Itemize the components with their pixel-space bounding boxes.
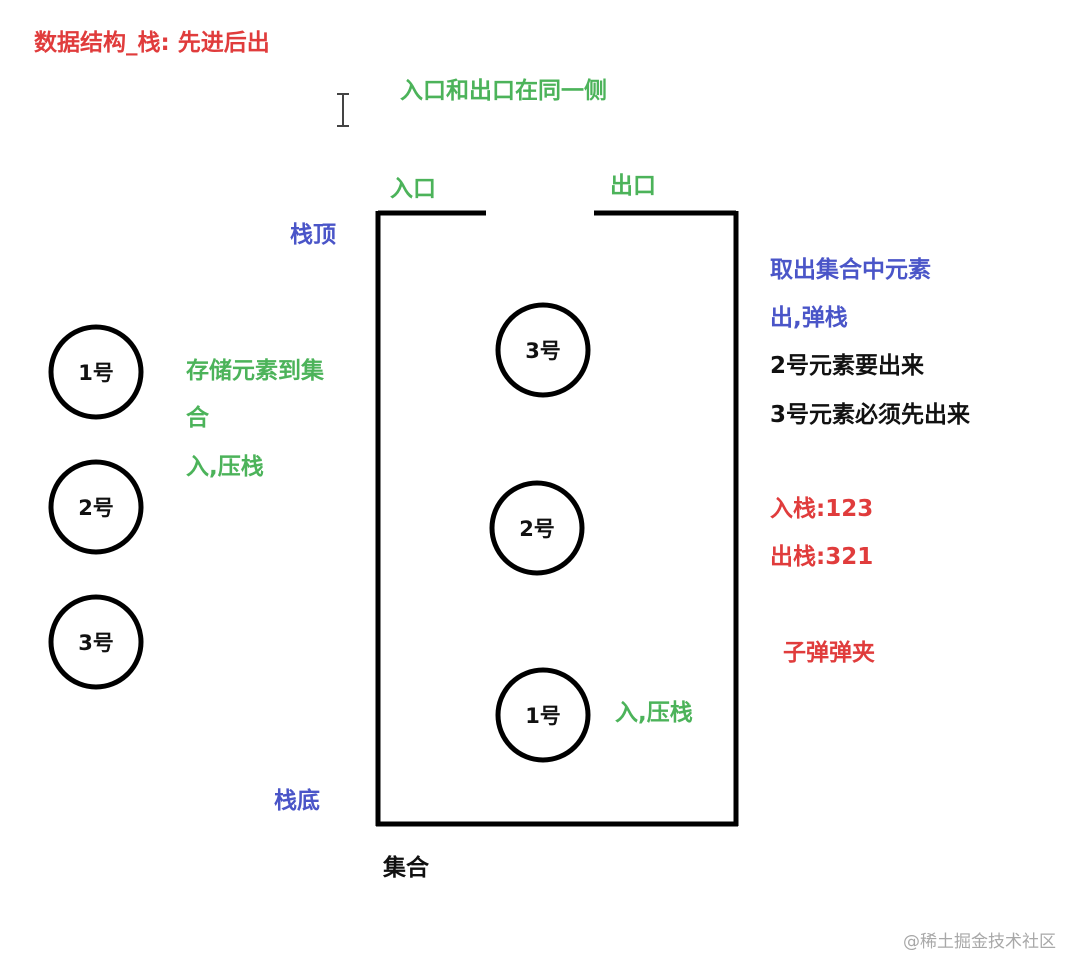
push-note-line-2: 合 [186,405,209,431]
left-element-3: 3号 [48,594,144,690]
stack-element-top: 3号 [495,302,591,398]
entrance-label: 入口 [390,176,436,202]
text-cursor-icon [337,93,349,127]
diagram-title: 数据结构_栈: 先进后出 [34,30,270,56]
pop-note-line-2: 出,弹栈 [770,305,848,331]
pop-note-line-1: 取出集合中元素 [770,257,931,283]
push-order: 入栈:123 [770,496,874,522]
analogy-label: 子弹弹夹 [783,640,875,666]
left-element-2-label: 2号 [78,496,114,520]
inside-push-label: 入,压栈 [615,700,693,726]
stack-element-bottom-label: 1号 [525,704,561,728]
same-side-note: 入口和出口在同一侧 [400,78,607,104]
stack-bottom-label: 栈底 [274,788,320,814]
exit-label: 出口 [610,173,656,199]
pop-note-line-4: 3号元素必须先出来 [770,402,971,428]
left-element-1-label: 1号 [78,361,114,385]
stack-element-middle: 2号 [489,480,585,576]
left-element-1: 1号 [48,324,144,420]
left-element-3-label: 3号 [78,631,114,655]
push-note-line-1: 存储元素到集 [186,358,324,384]
left-element-2: 2号 [48,459,144,555]
pop-order: 出栈:321 [770,544,874,570]
stack-top-label: 栈顶 [290,222,336,248]
stack-element-bottom: 1号 [495,667,591,763]
push-note-line-3: 入,压栈 [186,454,264,480]
pop-note-line-3: 2号元素要出来 [770,353,925,379]
stack-element-middle-label: 2号 [519,517,555,541]
stack-element-top-label: 3号 [525,339,561,363]
stack-container [375,210,739,827]
watermark: @稀土掘金技术社区 [903,932,1056,952]
collection-label: 集合 [383,855,429,881]
